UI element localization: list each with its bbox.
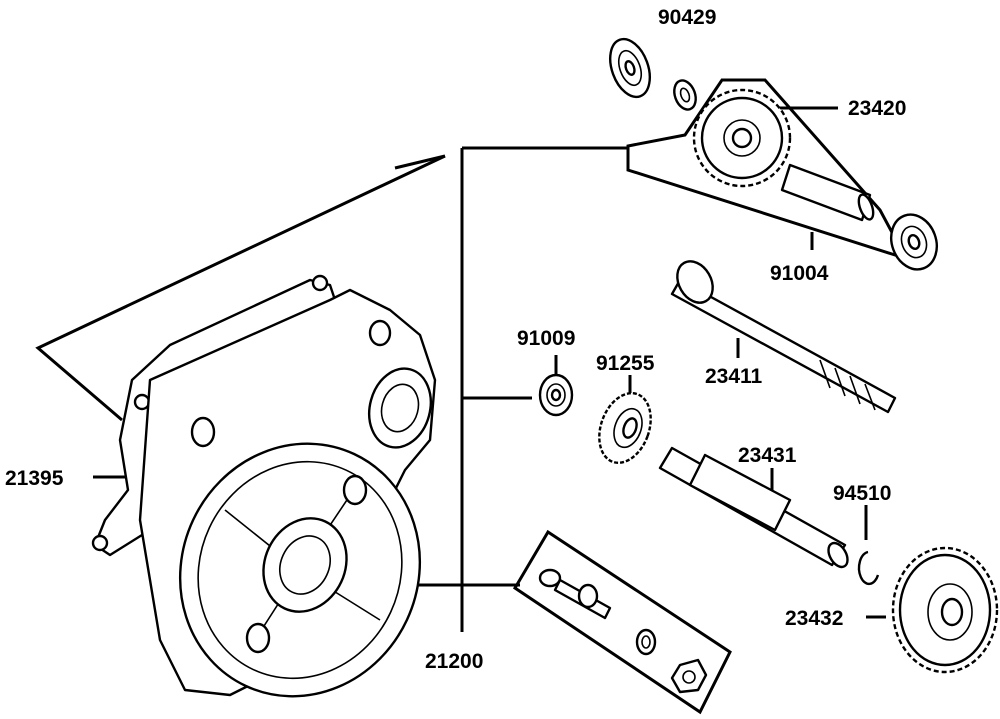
- circlip-94510: [857, 550, 880, 586]
- label-94510: 94510: [833, 482, 891, 505]
- seal-91255: [598, 391, 652, 465]
- gear-23432: [891, 546, 999, 674]
- gearbox-case-21395: [91, 274, 437, 698]
- part-labels: 90429 23420 91004 91009 91255 23411 2343…: [5, 6, 906, 673]
- shaft-23411: [670, 260, 897, 414]
- label-21200: 21200: [425, 650, 483, 673]
- label-23411: 23411: [705, 365, 763, 388]
- shaft-23431: [658, 446, 849, 569]
- label-23431: 23431: [738, 444, 797, 467]
- bolt-kit-21200: [512, 529, 732, 715]
- leader-lines: [35, 106, 886, 632]
- gear-group-23420: [609, 37, 938, 271]
- label-21395: 21395: [5, 467, 64, 490]
- label-91004: 91004: [770, 262, 829, 285]
- label-23432: 23432: [785, 607, 843, 630]
- label-91009: 91009: [517, 327, 575, 350]
- label-23420: 23420: [848, 97, 906, 120]
- label-91255: 91255: [596, 352, 655, 375]
- bearing-91009: [538, 373, 574, 417]
- label-90429: 90429: [658, 6, 716, 29]
